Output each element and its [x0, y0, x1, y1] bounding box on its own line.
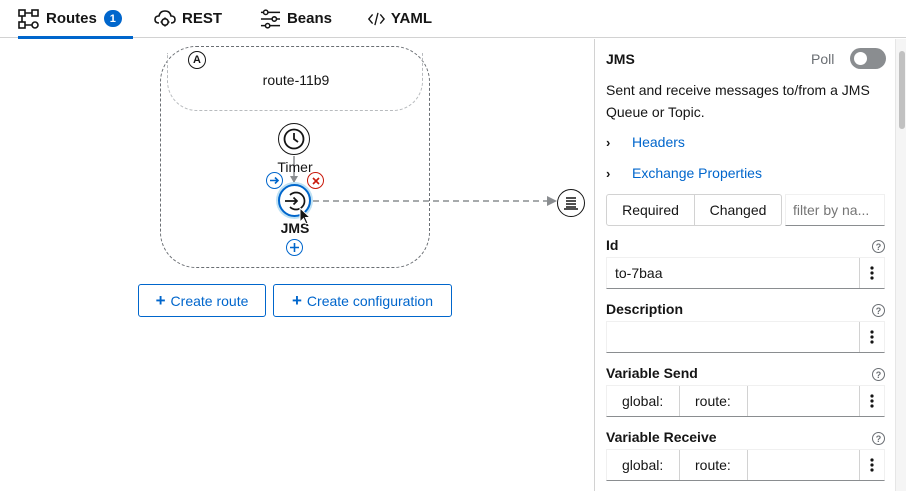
- chevron-right-icon: ›: [606, 134, 611, 150]
- plus-icon: +: [155, 290, 166, 310]
- clock-icon: [283, 128, 305, 150]
- kebab-menu-icon[interactable]: [859, 258, 884, 288]
- route-header: [167, 53, 423, 111]
- create-configuration-label: Create configuration: [306, 292, 433, 309]
- variable-receive-label: Variable Receive: [606, 429, 717, 445]
- jms-connector-icon: [284, 191, 305, 210]
- id-field-label: Id: [606, 237, 619, 253]
- tab-beans-label: Beans: [286, 10, 332, 27]
- poll-label: Poll: [811, 51, 835, 67]
- list-lines-icon: [564, 197, 578, 210]
- jms-step-node[interactable]: [278, 184, 311, 217]
- kebab-menu-icon[interactable]: [859, 386, 884, 416]
- mouse-cursor-icon: [299, 207, 312, 225]
- filter-by-name-input[interactable]: [785, 194, 885, 226]
- help-icon[interactable]: ?: [872, 432, 885, 445]
- help-icon[interactable]: ?: [872, 304, 885, 317]
- headers-expander[interactable]: › Headers: [606, 132, 685, 152]
- required-filter-toggle[interactable]: Required: [606, 194, 695, 226]
- timer-step-node[interactable]: [278, 123, 310, 155]
- chevron-right-icon: ›: [606, 165, 611, 181]
- connector-edges: [290, 156, 557, 206]
- kebab-menu-icon[interactable]: [859, 322, 884, 352]
- kebab-menu-icon[interactable]: [859, 450, 884, 480]
- tab-yaml-label: YAML: [390, 10, 432, 27]
- rest-cloud-icon: [154, 9, 176, 26]
- exchange-properties-expander[interactable]: › Exchange Properties: [606, 163, 762, 183]
- variable-send-input[interactable]: [748, 386, 861, 416]
- properties-panel: JMS Poll Sent and receive messages to/fr…: [594, 39, 906, 491]
- variable-send-global-option[interactable]: global:: [607, 386, 680, 416]
- headers-expander-label: Headers: [632, 134, 685, 150]
- plus-icon: [290, 243, 299, 252]
- tab-beans[interactable]: Beans: [260, 0, 332, 37]
- help-icon[interactable]: ?: [872, 240, 885, 253]
- code-icon: [368, 12, 385, 25]
- help-icon[interactable]: ?: [872, 368, 885, 381]
- panel-scrollbar[interactable]: [895, 39, 906, 491]
- id-field-value: to-7baa: [615, 265, 663, 281]
- top-tab-bar: Routes 1 REST Beans YAML: [0, 0, 906, 39]
- timer-step-label: Timer: [277, 159, 313, 175]
- id-field[interactable]: to-7baa: [606, 257, 885, 289]
- variable-send-field: global: route:: [606, 385, 885, 417]
- create-route-label: Create route: [170, 292, 249, 309]
- panel-description: Sent and receive messages to/from a JMS …: [606, 82, 870, 120]
- delete-step-button[interactable]: [307, 172, 324, 189]
- variable-receive-field: global: route:: [606, 449, 885, 481]
- description-field[interactable]: [606, 321, 885, 353]
- route-canvas[interactable]: A route-11b9 Timer JMS: [0, 39, 594, 491]
- arrow-right-circle-icon: [270, 176, 280, 185]
- poll-toggle[interactable]: [850, 48, 886, 69]
- variable-receive-route-option[interactable]: route:: [680, 450, 748, 480]
- panel-title: JMS: [606, 51, 635, 67]
- variable-receive-global-option[interactable]: global:: [607, 450, 680, 480]
- filter-toggle-group: Required Changed: [606, 194, 782, 226]
- append-step-button[interactable]: [286, 239, 303, 256]
- create-configuration-button[interactable]: + Create configuration: [273, 284, 452, 317]
- endpoint-node[interactable]: [557, 189, 585, 217]
- routes-count-badge: 1: [103, 10, 122, 27]
- route-container[interactable]: A route-11b9: [160, 46, 430, 268]
- route-name[interactable]: route-11b9: [262, 72, 330, 88]
- changed-filter-toggle[interactable]: Changed: [695, 194, 782, 226]
- tab-routes[interactable]: Routes 1: [18, 0, 133, 39]
- tab-routes-label: Routes: [46, 10, 97, 27]
- description-field-label: Description: [606, 301, 684, 317]
- scrollbar-thumb[interactable]: [899, 51, 905, 129]
- exchange-properties-expander-label: Exchange Properties: [632, 165, 762, 181]
- route-icon: [18, 8, 39, 29]
- variable-receive-input[interactable]: [748, 450, 861, 480]
- tab-rest-label: REST: [182, 10, 223, 27]
- variable-send-route-option[interactable]: route:: [680, 386, 748, 416]
- plus-icon: +: [291, 290, 302, 310]
- route-autostart-badge: A: [188, 51, 206, 69]
- close-icon: [311, 176, 320, 185]
- variable-send-label: Variable Send: [606, 365, 698, 381]
- tab-yaml[interactable]: YAML: [368, 0, 432, 37]
- prepend-step-button[interactable]: [266, 172, 283, 189]
- jms-step-label: JMS: [280, 220, 310, 236]
- beans-sliders-icon: [260, 8, 281, 29]
- tab-rest[interactable]: REST: [154, 0, 224, 37]
- create-route-button[interactable]: + Create route: [138, 284, 266, 317]
